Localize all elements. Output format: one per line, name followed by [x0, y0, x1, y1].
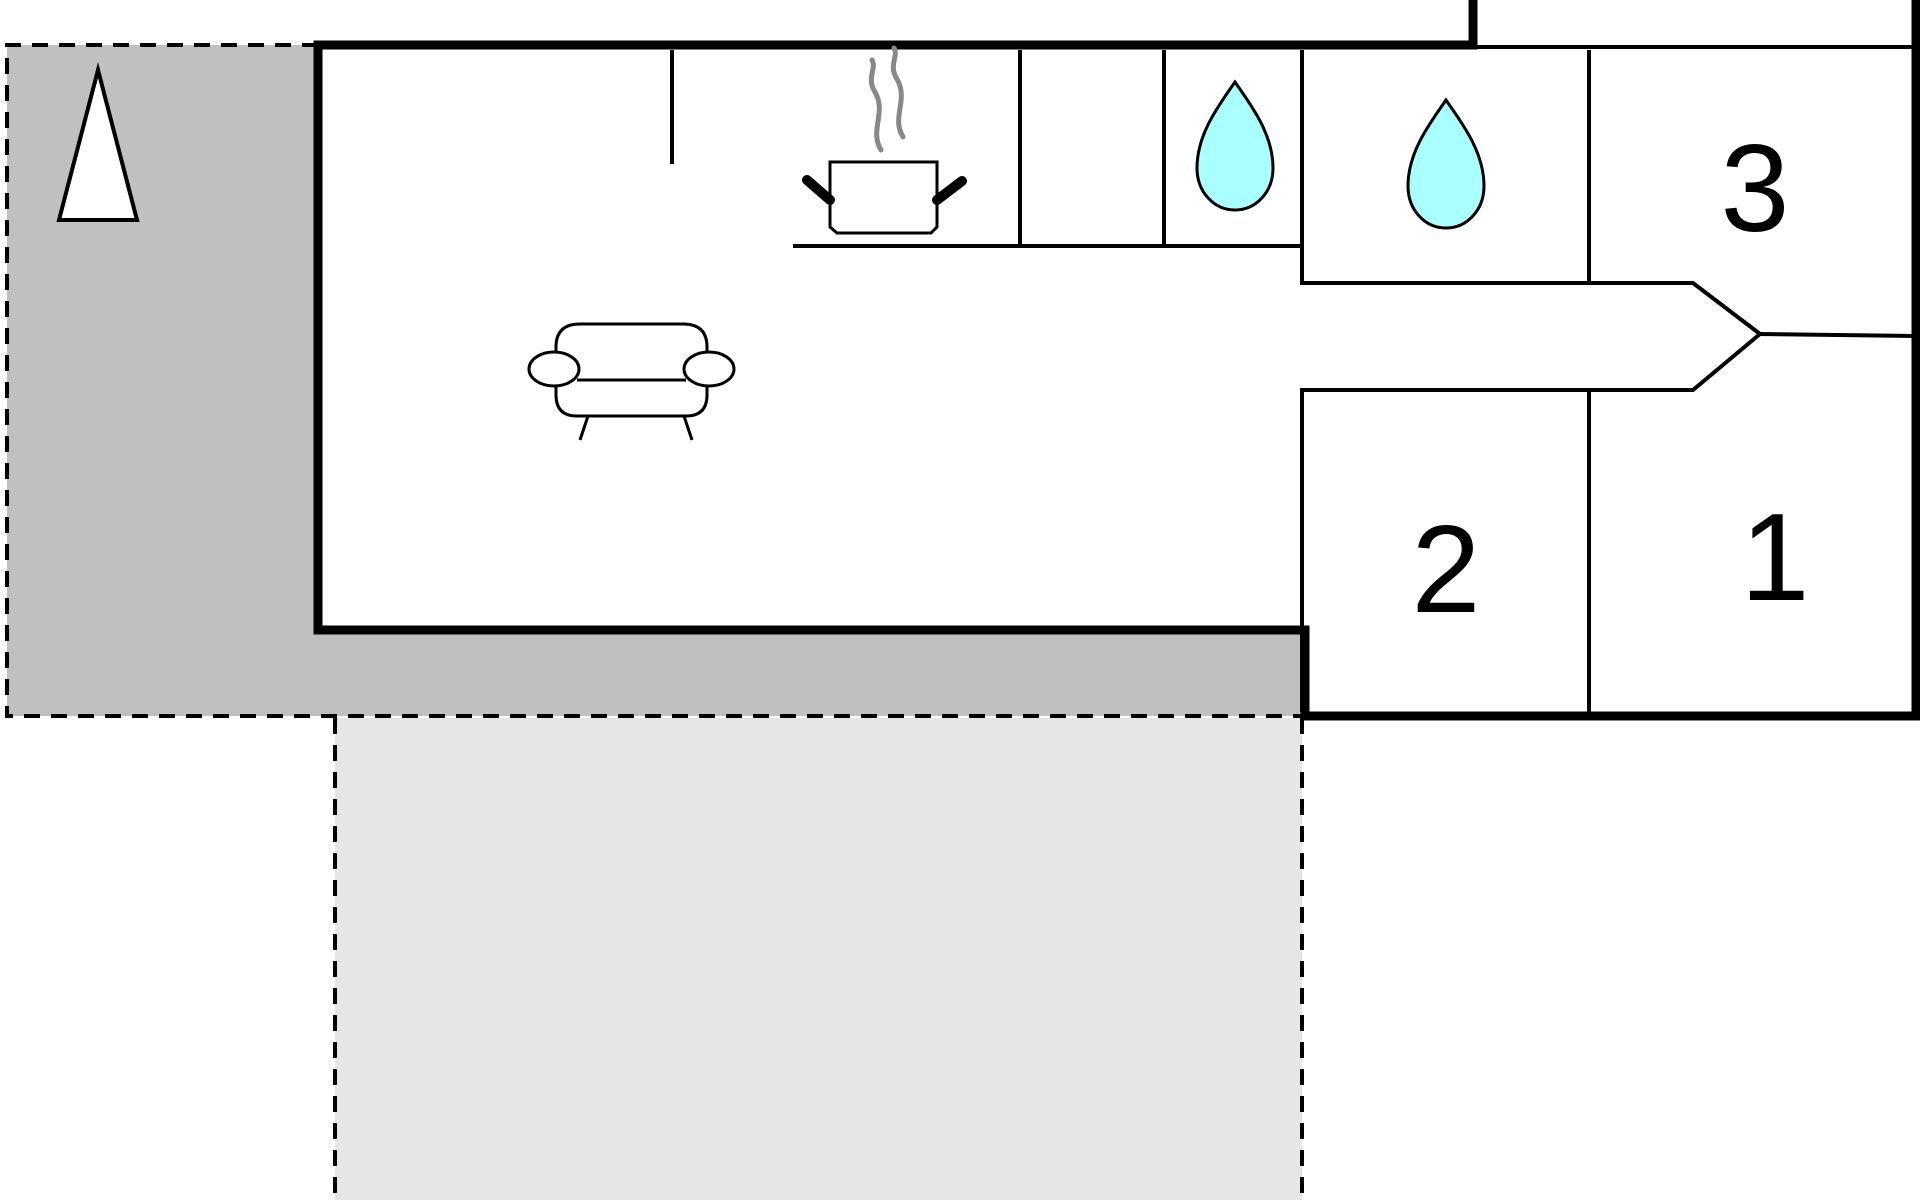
room-number-3: 3: [1721, 120, 1790, 258]
interior-walls: [670, 45, 1913, 712]
water-drop-icon: [1406, 97, 1486, 230]
room-number-2: 2: [1412, 501, 1481, 639]
sofa-icon: [527, 322, 736, 441]
room-number-1: 1: [1741, 489, 1810, 627]
north-arrow-icon: [56, 62, 140, 222]
garden-area: [333, 718, 1304, 1200]
cooking-pot-icon: [802, 45, 967, 235]
outer-walls: [313, 0, 1920, 721]
terrace-area: [5, 43, 1302, 718]
water-drop-icon: [1195, 79, 1275, 212]
